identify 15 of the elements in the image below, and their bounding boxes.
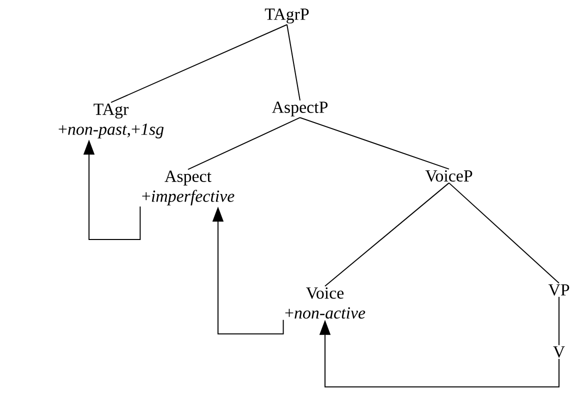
tree-branch [448, 182, 560, 284]
tree-label: AspectP [272, 102, 328, 116]
tree-label: Aspect +imperfective [142, 170, 234, 206]
tree-branch [300, 117, 450, 170]
tree-branch [110, 24, 288, 103]
tree-label: TAgrP [264, 8, 309, 24]
tree-branch [188, 117, 300, 170]
tree-branch [286, 24, 300, 101]
tree-branch [324, 182, 450, 287]
tree-branch [558, 296, 560, 346]
tree-label: TAgr +non-past,+1sg [58, 104, 164, 138]
tree-label: Voice +non-active [285, 287, 366, 319]
tree-label: VoiceP [425, 170, 472, 182]
tree-label: V [553, 346, 565, 358]
tree-label: VP [548, 284, 570, 296]
